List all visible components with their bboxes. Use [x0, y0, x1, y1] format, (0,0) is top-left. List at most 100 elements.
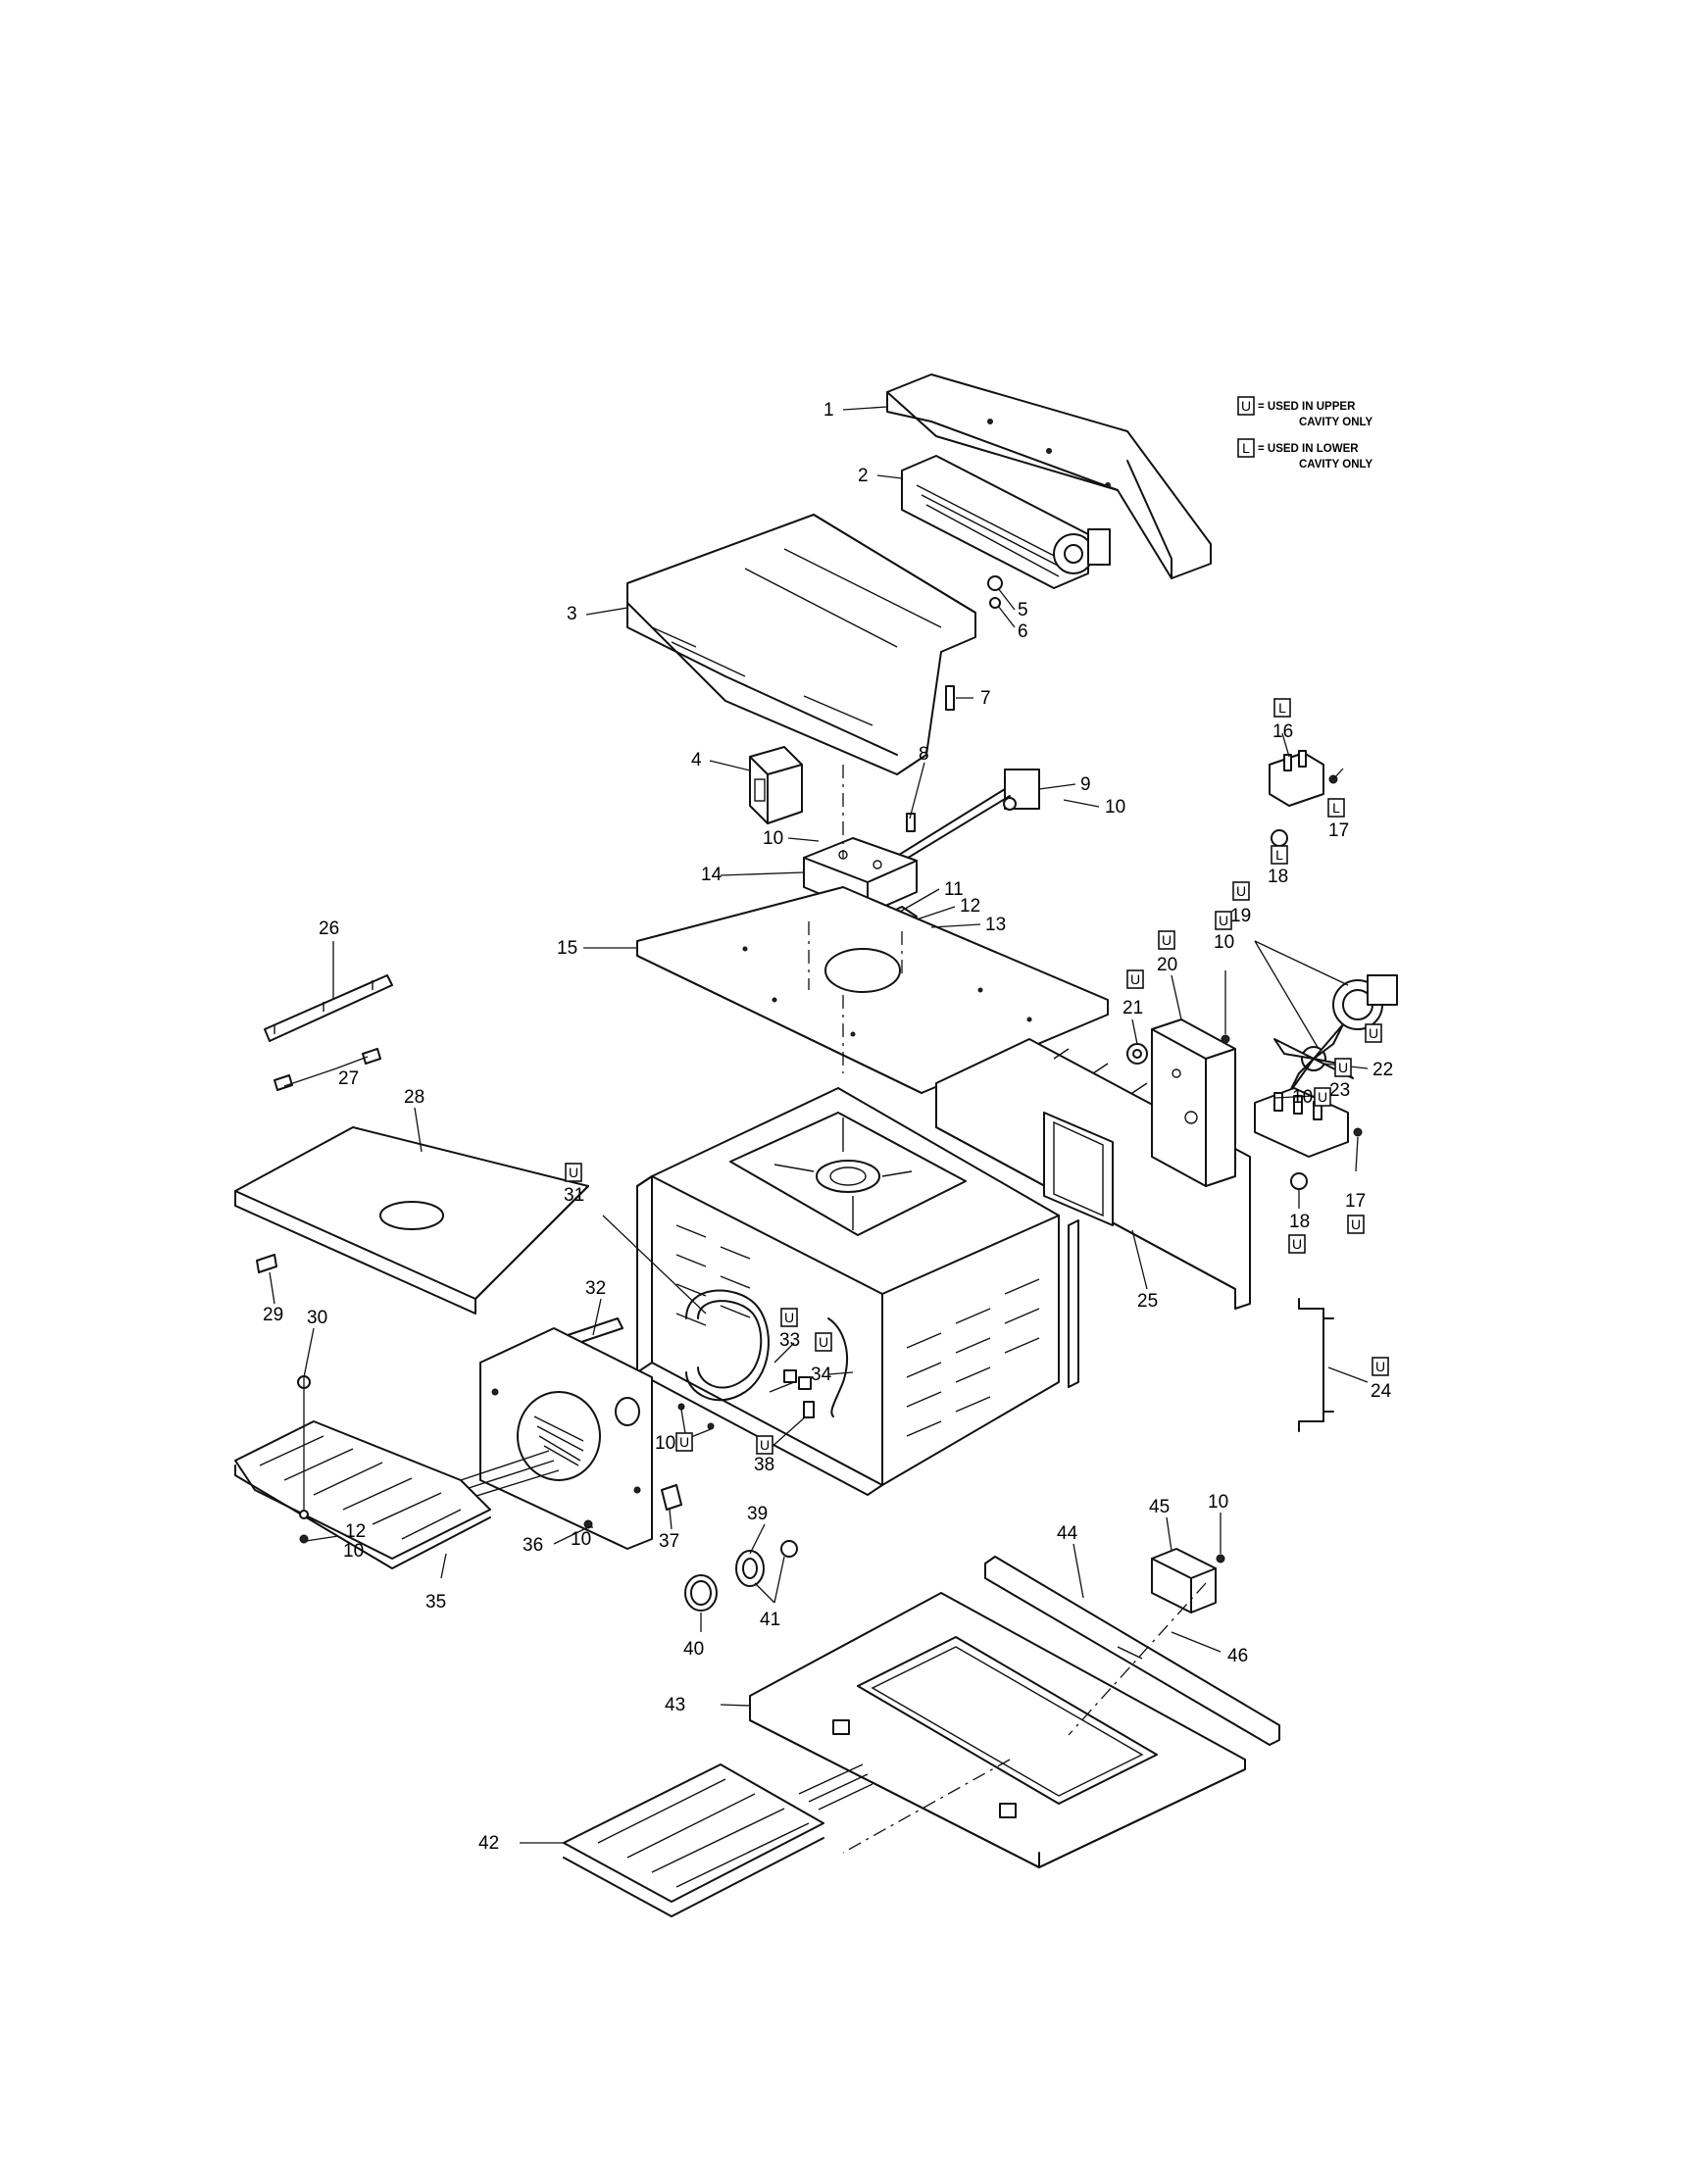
part-29-clip	[256, 1254, 277, 1273]
svg-text:U: U	[819, 1334, 828, 1350]
svg-text:U: U	[1241, 398, 1251, 414]
callout-7: 7	[980, 688, 991, 709]
part-42-element	[563, 1763, 873, 1917]
callout-18a: 18	[1268, 867, 1288, 887]
callout-10e: 10	[655, 1433, 675, 1454]
svg-text:L: L	[1332, 800, 1340, 816]
code-box-19	[1232, 881, 1250, 901]
code-box-16	[1273, 698, 1291, 718]
callout-11: 11	[944, 879, 964, 900]
part-33-34-sensors	[783, 1317, 848, 1418]
callout-12b: 12	[345, 1521, 366, 1542]
svg-text:U: U	[1236, 883, 1246, 899]
callout-23: 23	[1329, 1080, 1350, 1101]
svg-text:U: U	[1338, 1060, 1348, 1075]
callout-16: 16	[1272, 721, 1293, 742]
code-box-17b	[1347, 1215, 1365, 1234]
callout-10h: 10	[1208, 1492, 1228, 1513]
svg-text:= USED IN UPPER: = USED IN UPPER	[1258, 401, 1356, 413]
callout-40: 40	[683, 1639, 704, 1660]
svg-text:U: U	[569, 1165, 578, 1180]
part-36-liner-plate	[479, 1327, 653, 1550]
callout-10d: 10	[1292, 1087, 1313, 1108]
callout-leaders	[269, 406, 1369, 1844]
code-box-17	[1327, 798, 1345, 818]
callout-28: 28	[404, 1087, 424, 1108]
callout-38: 38	[754, 1455, 774, 1475]
callout-35: 35	[425, 1592, 446, 1613]
callout-numbers: 1 2 3 4 5 6 7 8 9 10 10 14 11 12 13 15 L…	[263, 400, 1393, 1854]
callout-18b: 18	[1289, 1212, 1310, 1232]
callout-26: 26	[319, 918, 339, 939]
callout-20: 20	[1157, 955, 1177, 975]
svg-text:U: U	[1318, 1089, 1327, 1105]
callout-2: 2	[858, 466, 869, 486]
legend: U = USED IN UPPER CAVITY ONLY L = USED I…	[1237, 396, 1373, 471]
callout-14: 14	[701, 865, 723, 885]
callout-29: 29	[263, 1305, 283, 1325]
svg-text:U: U	[1162, 932, 1172, 948]
callout-1: 1	[823, 400, 834, 421]
svg-text:= USED IN LOWER: = USED IN LOWER	[1258, 443, 1359, 455]
part-43-bottom-pan	[749, 1592, 1246, 1868]
code-box-10d	[1314, 1087, 1331, 1107]
svg-text:U: U	[1375, 1359, 1385, 1374]
callout-10c: 10	[1214, 932, 1234, 953]
svg-text:CAVITY ONLY: CAVITY ONLY	[1299, 459, 1373, 471]
part-19-convection-motor	[1332, 974, 1398, 1030]
callout-37: 37	[659, 1531, 679, 1552]
svg-text:U: U	[1219, 913, 1228, 928]
callout-46: 46	[1227, 1646, 1248, 1666]
part-25-rear-panel	[935, 1038, 1251, 1310]
callout-30: 30	[307, 1308, 327, 1328]
code-box-18b	[1288, 1234, 1306, 1254]
part-1-vent-trim	[886, 373, 1212, 579]
svg-text:U: U	[1351, 1216, 1361, 1232]
callout-10a: 10	[1105, 797, 1125, 818]
callout-44: 44	[1057, 1523, 1078, 1544]
callout-17b: 17	[1345, 1191, 1366, 1212]
code-box-24	[1372, 1357, 1389, 1376]
part-26-bracket	[264, 974, 393, 1042]
legend-upper: U = USED IN UPPER CAVITY ONLY	[1237, 396, 1373, 428]
callout-6: 6	[1018, 621, 1028, 642]
callout-22: 22	[1372, 1060, 1393, 1080]
callout-34: 34	[811, 1365, 832, 1385]
part-35-bake-element	[234, 1420, 560, 1569]
svg-text:L: L	[1242, 440, 1250, 456]
part-2-blower	[901, 455, 1111, 589]
callout-27: 27	[338, 1068, 359, 1089]
callout-15: 15	[557, 938, 577, 959]
callout-17a: 17	[1328, 820, 1349, 841]
code-box-33	[780, 1308, 798, 1327]
legend-lower: L = USED IN LOWER CAVITY ONLY	[1237, 438, 1373, 471]
callout-41: 41	[760, 1610, 780, 1630]
part-44-rail	[984, 1556, 1280, 1746]
code-box-34	[815, 1332, 832, 1352]
part-21-fastener	[1126, 1034, 1230, 1065]
callout-8: 8	[919, 744, 929, 765]
svg-text:U: U	[760, 1437, 770, 1453]
part-39-40-41-knobs	[684, 1540, 798, 1612]
callout-10g: 10	[571, 1529, 591, 1550]
code-box-38	[756, 1435, 773, 1455]
svg-text:U: U	[1292, 1236, 1302, 1252]
part-22-fan-blade	[1273, 1023, 1354, 1094]
code-box-18	[1271, 845, 1288, 865]
code-box-31	[565, 1163, 582, 1182]
callout-10b: 10	[763, 828, 783, 849]
part-3-duct-cover	[626, 514, 976, 775]
callout-25: 25	[1137, 1291, 1158, 1312]
svg-text:CAVITY ONLY: CAVITY ONLY	[1299, 417, 1373, 428]
misc-fasteners-left	[297, 1375, 715, 1544]
code-box-10e	[675, 1432, 693, 1452]
part-28-insulation-sheet	[234, 1126, 589, 1315]
code-box-22	[1365, 1023, 1382, 1043]
part-4-transformer	[749, 746, 803, 824]
callout-32: 32	[585, 1278, 606, 1299]
part-31-element	[685, 1289, 770, 1402]
callout-31: 31	[564, 1185, 584, 1206]
code-box-21	[1126, 969, 1144, 989]
code-box-20	[1158, 930, 1175, 950]
callout-19: 19	[1230, 906, 1251, 926]
